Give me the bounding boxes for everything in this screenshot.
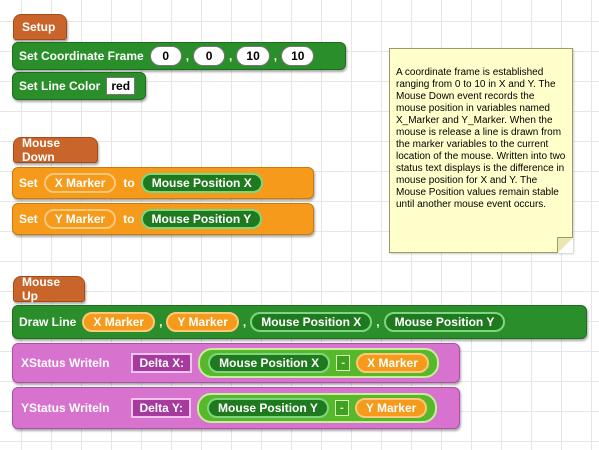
set-label: Set bbox=[19, 212, 38, 226]
separator: , bbox=[376, 315, 380, 329]
mouse-down-hat-label: Mouse Down bbox=[22, 136, 61, 164]
draw-line-block[interactable]: Draw Line X Marker , Y Marker , Mouse Po… bbox=[12, 305, 587, 339]
draw-line-arg-x-marker[interactable]: X Marker bbox=[82, 312, 156, 332]
draw-line-label: Draw Line bbox=[19, 315, 77, 329]
coord-xmin-input[interactable]: 0 bbox=[149, 46, 182, 66]
ystatus-writeln-block[interactable]: YStatus Writeln Delta Y: Mouse Position … bbox=[12, 387, 460, 429]
separator: , bbox=[242, 315, 247, 329]
coord-ymax-input[interactable]: 10 bbox=[281, 46, 315, 66]
mouse-position-x-value[interactable]: Mouse Position X bbox=[140, 173, 263, 193]
xstatus-writeln-label: XStatus Writeln bbox=[21, 356, 110, 370]
mouse-down-event-hat[interactable]: Mouse Down bbox=[13, 136, 98, 164]
draw-line-arg-mouse-position-x[interactable]: Mouse Position X bbox=[250, 312, 373, 332]
delta-y-text-input[interactable]: Delta Y: bbox=[131, 398, 192, 418]
to-label: to bbox=[123, 176, 135, 190]
mouse-up-hat-label: Mouse Up bbox=[22, 275, 61, 303]
coord-xmax-input[interactable]: 10 bbox=[236, 46, 270, 66]
x-marker-variable[interactable]: X Marker bbox=[43, 173, 117, 193]
to-label: to bbox=[123, 212, 135, 226]
set-line-color-block[interactable]: Set Line Color red bbox=[12, 72, 146, 100]
mouse-up-event-hat[interactable]: Mouse Up bbox=[13, 275, 85, 303]
y-marker-variable[interactable]: Y Marker bbox=[43, 209, 117, 229]
separator: , bbox=[159, 315, 163, 329]
note-fold-corner bbox=[557, 237, 573, 253]
expr-y-marker[interactable]: Y Marker bbox=[354, 398, 428, 418]
draw-line-arg-mouse-position-y[interactable]: Mouse Position Y bbox=[383, 312, 506, 332]
set-label: Set bbox=[19, 176, 38, 190]
xstatus-writeln-block[interactable]: XStatus Writeln Delta X: Mouse Position … bbox=[12, 343, 460, 383]
expr-mouse-position-y[interactable]: Mouse Position Y bbox=[207, 398, 329, 418]
ystatus-writeln-label: YStatus Writeln bbox=[21, 401, 110, 415]
subtract-x-expression[interactable]: Mouse Position X - X Marker bbox=[198, 348, 439, 378]
line-color-input[interactable]: red bbox=[106, 77, 136, 95]
expr-mouse-position-x[interactable]: Mouse Position X bbox=[208, 353, 331, 373]
set-coordinate-frame-label: Set Coordinate Frame bbox=[19, 49, 144, 63]
expr-x-marker[interactable]: X Marker bbox=[356, 353, 429, 373]
set-y-marker-block[interactable]: Set Y Marker to Mouse Position Y bbox=[12, 203, 314, 235]
draw-line-arg-y-marker[interactable]: Y Marker bbox=[166, 312, 239, 332]
minus-operator[interactable]: - bbox=[334, 400, 349, 416]
separator: , bbox=[229, 49, 233, 63]
setup-hat-label: Setup bbox=[22, 20, 56, 34]
separator: , bbox=[185, 49, 190, 63]
comment-note[interactable]: A coordinate frame is established rangin… bbox=[389, 48, 573, 253]
minus-operator[interactable]: - bbox=[336, 355, 351, 371]
mouse-position-y-value[interactable]: Mouse Position Y bbox=[140, 209, 263, 229]
separator: , bbox=[273, 49, 278, 63]
coord-ymin-input[interactable]: 0 bbox=[193, 46, 226, 66]
subtract-y-expression[interactable]: Mouse Position Y - Y Marker bbox=[197, 393, 438, 423]
set-x-marker-block[interactable]: Set X Marker to Mouse Position X bbox=[12, 167, 314, 199]
comment-note-text: A coordinate frame is established rangin… bbox=[396, 67, 566, 210]
set-line-color-label: Set Line Color bbox=[19, 79, 101, 93]
delta-x-text-input[interactable]: Delta X: bbox=[131, 353, 193, 373]
setup-event-hat[interactable]: Setup bbox=[13, 14, 67, 40]
set-coordinate-frame-block[interactable]: Set Coordinate Frame 0 , 0 , 10 , 10 bbox=[12, 42, 346, 70]
